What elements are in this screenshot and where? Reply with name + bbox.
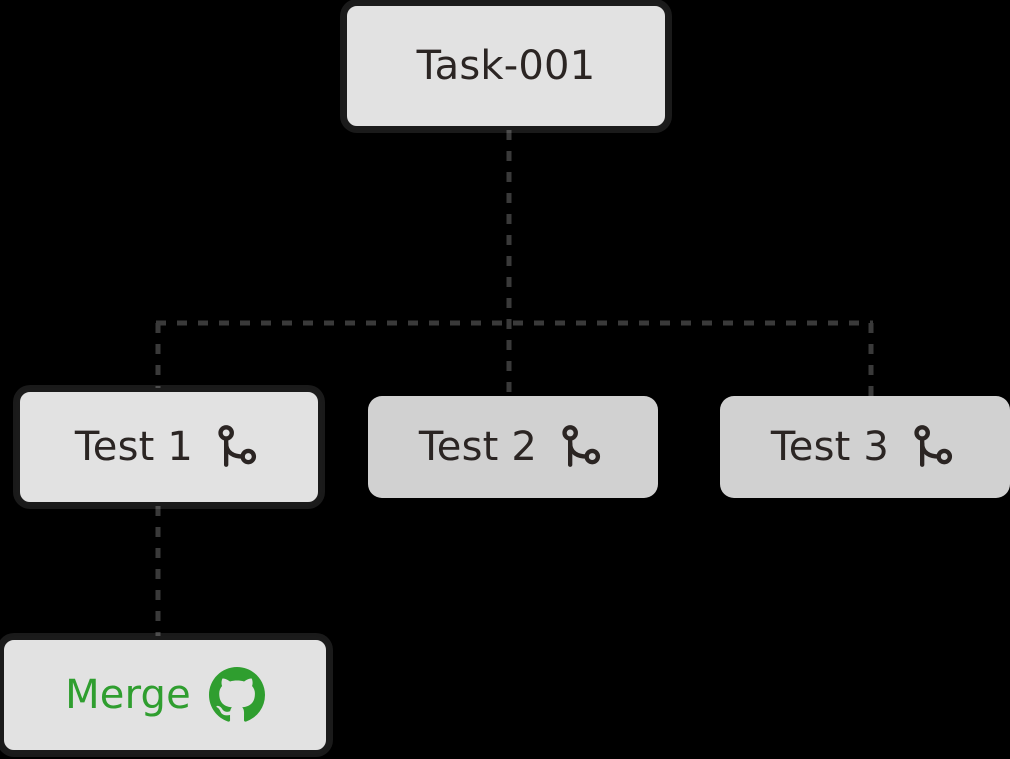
node-test-2-label: Test 2: [418, 424, 538, 470]
node-test-1[interactable]: Test 1: [16, 388, 322, 506]
git-branch-icon: [907, 421, 959, 473]
node-test-3[interactable]: Test 3: [720, 396, 1010, 498]
git-branch-icon: [211, 421, 263, 473]
node-test-1-label: Test 1: [74, 424, 194, 470]
node-merge[interactable]: Merge: [0, 636, 330, 754]
git-branch-icon: [555, 421, 607, 473]
node-merge-label: Merge: [65, 672, 191, 718]
node-test-2[interactable]: Test 2: [368, 396, 658, 498]
node-task-001-label: Task-001: [416, 43, 596, 89]
github-icon: [208, 667, 265, 723]
node-task-001[interactable]: Task-001: [343, 2, 669, 130]
node-test-3-label: Test 3: [770, 424, 890, 470]
